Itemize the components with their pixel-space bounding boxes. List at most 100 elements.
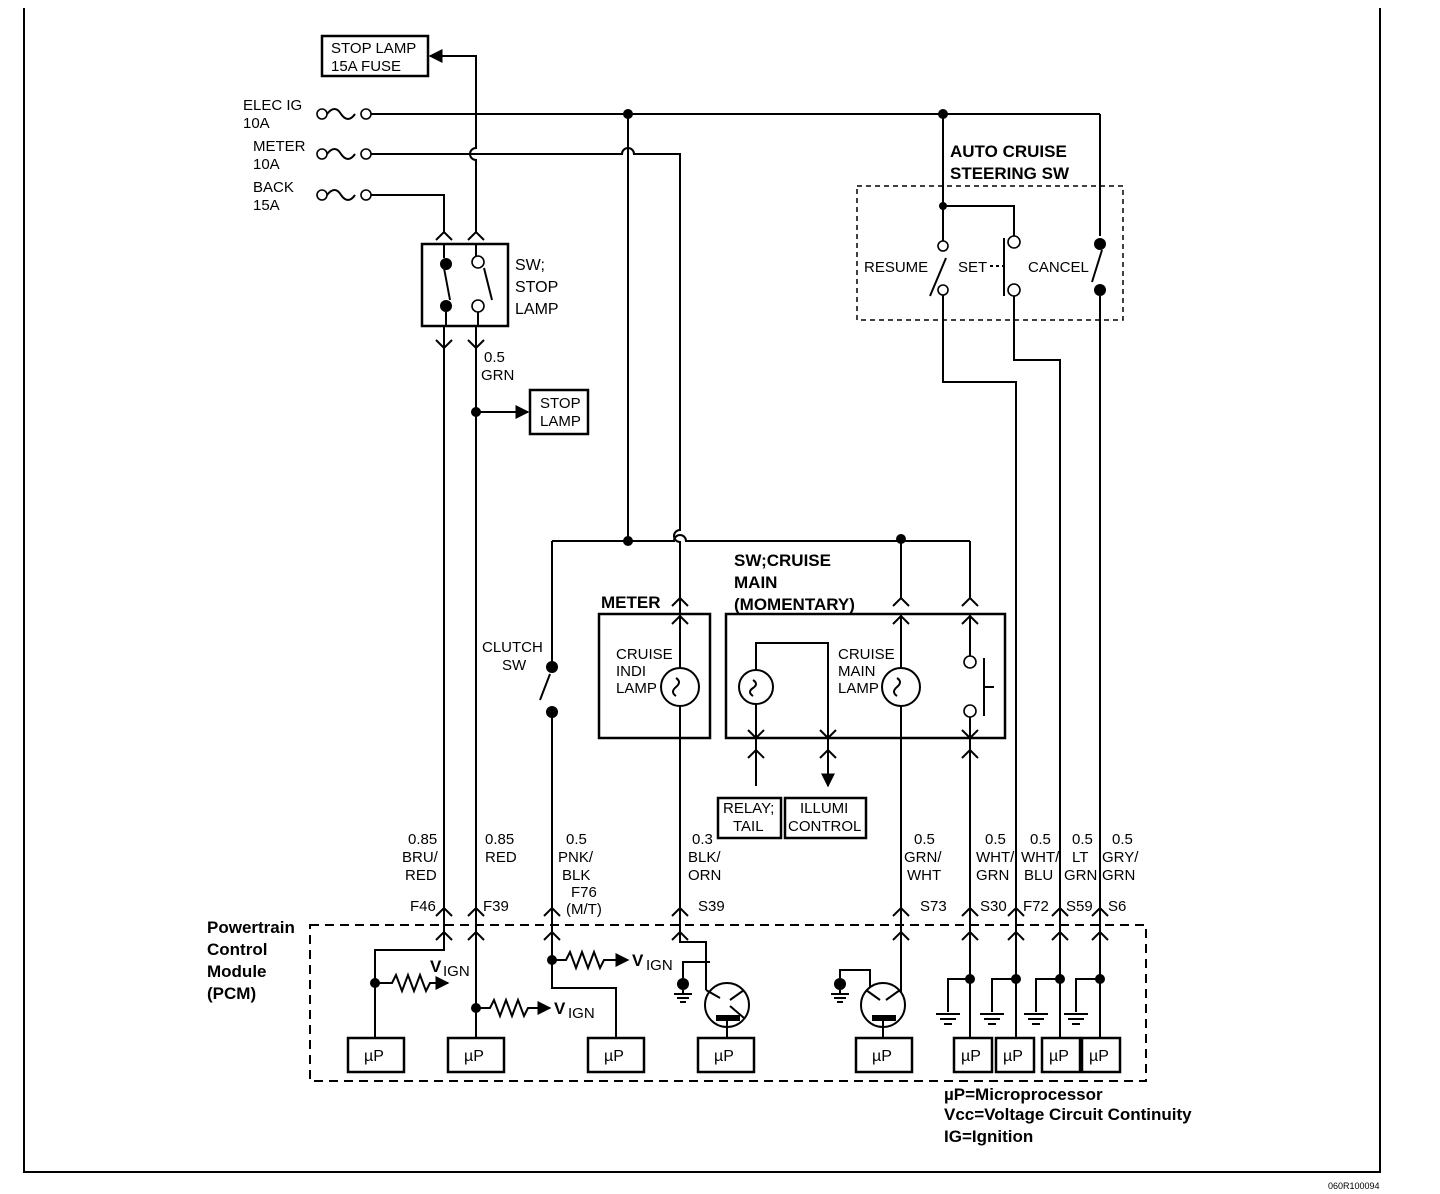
- cruise-main-lamp-line2: MAIN: [838, 663, 876, 680]
- up-label-6: µP: [961, 1048, 981, 1065]
- cruise-indi-lamp: [660, 598, 700, 916]
- wire-s59: [1013, 296, 1061, 916]
- resume-switch: [929, 206, 949, 297]
- cruise-main-lamp-line1: CRUISE: [838, 646, 895, 663]
- stop-lamp-wire-color: GRN: [481, 367, 514, 384]
- cruise-indi-lamp-line3: LAMP: [616, 680, 657, 697]
- pcm-s73-transistor: [831, 916, 906, 1040]
- clutch-sw-line2: SW: [502, 657, 527, 674]
- clutch-switch: [539, 661, 558, 718]
- wire-f39-color-1: RED: [485, 849, 517, 866]
- up-label-7: µP: [1003, 1048, 1023, 1065]
- wire-labels: 0.85 BRU/ RED F46 0.85 RED F39 0.5 PNK/ …: [402, 831, 1139, 918]
- cruise-main-sw-box: [724, 612, 1007, 740]
- fuse-elec-ig-name: ELEC IG: [243, 97, 302, 114]
- fuse-meter-name: METER: [253, 138, 306, 155]
- wire-s39-color-1: BLK/: [688, 849, 721, 866]
- stop-lamp-sw-line2: STOP: [515, 279, 558, 296]
- wire-s59-size: 0.5: [1072, 831, 1093, 848]
- up-box-3: [586, 1036, 646, 1074]
- cruise-main-lamp: [881, 614, 921, 916]
- relay-tail-box: [716, 796, 783, 840]
- stop-lamp-fuse-wire: [428, 49, 477, 232]
- relay-tail-line1: RELAY;: [723, 800, 774, 817]
- wire-s73-pin: S73: [920, 898, 947, 915]
- fuse-back-name: BACK: [253, 179, 294, 196]
- pcm-s39-transistor: [674, 916, 750, 1040]
- up-box-9: [1080, 1036, 1122, 1074]
- wire-s30-color-2: GRN: [976, 867, 1009, 884]
- vign-2-sub: IGN: [568, 1005, 595, 1022]
- illumination-lamp: [738, 642, 836, 786]
- stop-lamp-switch: [420, 230, 510, 350]
- stop-lamp-box: [528, 388, 590, 436]
- wire-s59-color-2: GRN: [1064, 867, 1097, 884]
- wire-f46-color-1: BRU/: [402, 849, 439, 866]
- up-box-1: [346, 1036, 406, 1074]
- steering-sw-title-1: AUTO CRUISE: [950, 142, 1067, 161]
- legend-vcc: Vcc=Voltage Circuit Continuity: [944, 1105, 1192, 1124]
- wire-s73-size: 0.5: [914, 831, 935, 848]
- up-label-5: µP: [872, 1048, 892, 1065]
- fuse-meter-rating: 10A: [253, 156, 280, 173]
- up-box-5: [854, 1036, 914, 1074]
- wire-s30-size: 0.5: [985, 831, 1006, 848]
- up-box-4: [696, 1036, 756, 1074]
- pcm-label-1: Powertrain: [207, 918, 295, 937]
- wire-s6-pin: S6: [1108, 898, 1126, 915]
- stop-lamp-fuse-line1: STOP LAMP: [331, 40, 416, 57]
- wire-s59-pin: S59: [1066, 898, 1093, 915]
- pcm-box: [309, 924, 1147, 1082]
- illumi-control-line2: CONTROL: [788, 818, 861, 835]
- reference-code: 060R100094: [1328, 1181, 1380, 1191]
- fuse-back: BACK 15A: [253, 179, 372, 214]
- wire-f72-pin: F72: [1023, 898, 1049, 915]
- clutch-sw-line1: CLUTCH: [482, 639, 543, 656]
- cruise-indi-lamp-line2: INDI: [616, 663, 646, 680]
- meter-label: METER: [601, 593, 661, 612]
- relay-tail-line2: TAIL: [733, 818, 764, 835]
- stop-lamp-sw-line3: LAMP: [515, 301, 559, 318]
- stop-lamp-line1: STOP: [540, 395, 581, 412]
- illumi-control-box: [783, 796, 868, 840]
- wire-f72-size: 0.5: [1030, 831, 1051, 848]
- stop-lamp-sw-line1: SW;: [515, 257, 545, 274]
- wire-s39-pin: S39: [698, 898, 725, 915]
- wire-f72: [942, 295, 1017, 916]
- steering-sw-box: [856, 185, 1124, 321]
- cruise-main-momentary-switch: [961, 614, 994, 916]
- up-box-2: [446, 1036, 506, 1074]
- up-label-8: µP: [1049, 1048, 1069, 1065]
- wire-s73-color-1: GRN/: [904, 849, 942, 866]
- meter-feed-wire: [371, 147, 681, 598]
- wire-s6-color-2: GRN: [1102, 867, 1135, 884]
- vign-2-v: V: [554, 999, 566, 1018]
- wire-s39-color-2: ORN: [688, 867, 721, 884]
- wire-f46-color-2: RED: [405, 867, 437, 884]
- wire-f76-note: (M/T): [566, 901, 602, 918]
- pcm-f39-circuit: V IGN: [471, 916, 595, 1040]
- pcm-label-4: (PCM): [207, 984, 256, 1003]
- legend-ig: IG=Ignition: [944, 1127, 1033, 1146]
- wire-s30-pin: S30: [980, 898, 1007, 915]
- wire-f76-size: 0.5: [566, 831, 587, 848]
- cruise-indi-lamp-line1: CRUISE: [616, 646, 673, 663]
- legend-microprocessor: µP=Microprocessor: [944, 1085, 1103, 1104]
- wire-f76-pin: F76: [571, 884, 597, 901]
- wire-s73-color-2: WHT: [907, 867, 941, 884]
- set-label: SET: [958, 259, 987, 276]
- wire-s30-color-1: WHT/: [976, 849, 1015, 866]
- cruise-main-sw-line2: MAIN: [734, 573, 777, 592]
- wire-f76-color-1: PNK/: [558, 849, 594, 866]
- stop-lamp-fuse-line2: 15A FUSE: [331, 58, 401, 75]
- up-label-1: µP: [364, 1048, 384, 1065]
- wire-s39-size: 0.3: [692, 831, 713, 848]
- up-box-7: [994, 1036, 1036, 1074]
- pcm-f46-circuit: V IGN: [370, 916, 470, 1040]
- wire-f39-size: 0.85: [485, 831, 514, 848]
- up-label-3: µP: [604, 1048, 624, 1065]
- pcm-f76-circuit: V IGN: [547, 916, 673, 1040]
- pcm-label-2: Control: [207, 940, 267, 959]
- wire-f72-color-1: WHT/: [1021, 849, 1060, 866]
